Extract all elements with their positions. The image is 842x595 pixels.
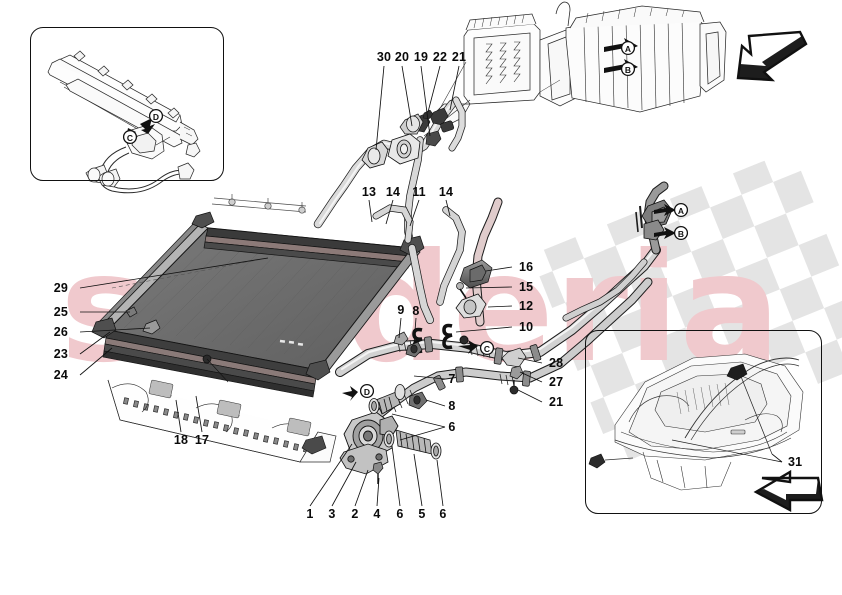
mid-right-ab-arrows: [654, 204, 676, 239]
callout-14: 14: [385, 184, 401, 199]
callout-11: 11: [412, 184, 426, 199]
callout-14: 14: [438, 184, 454, 199]
callout-24: 24: [53, 367, 68, 382]
callout-28: 28: [549, 355, 564, 370]
callout-12: 12: [519, 298, 534, 313]
callout-18: 18: [173, 432, 189, 447]
circle-marker-B-manifold: B: [620, 61, 636, 77]
svg-text:A: A: [678, 206, 684, 216]
callout-6: 6: [439, 506, 447, 521]
circle-marker-D-inset: D: [148, 108, 164, 124]
circle-marker-C-inset: C: [122, 129, 138, 145]
callout-3: 3: [328, 506, 336, 521]
callout-15: 15: [519, 279, 534, 294]
inset-top-left-border: [30, 27, 224, 181]
callout-20: 20: [394, 49, 410, 64]
callout-22: 22: [432, 49, 448, 64]
water-pump-assembly: [339, 384, 442, 484]
callout-16: 16: [519, 259, 534, 274]
callout-25: 25: [53, 304, 68, 319]
radiator-support-frame: [107, 379, 337, 463]
callout-23: 23: [53, 346, 68, 361]
callout-8: 8: [448, 398, 456, 413]
callout-7: 7: [448, 371, 456, 386]
callout-5: 5: [418, 506, 426, 521]
svg-text:B: B: [625, 65, 631, 75]
callout-21: 21: [549, 394, 564, 409]
svg-text:A: A: [625, 44, 631, 54]
circle-marker-A-hose: A: [673, 202, 689, 218]
callout-27: 27: [549, 374, 564, 389]
callout-31: 31: [788, 454, 803, 469]
svg-text:B: B: [678, 229, 684, 239]
callout-2: 2: [351, 506, 359, 521]
circle-marker-B-hose: B: [673, 225, 689, 241]
callout-8: 8: [412, 303, 420, 318]
callout-1: 1: [306, 506, 314, 521]
callout-4: 4: [373, 506, 381, 521]
callout-9: 9: [397, 302, 405, 317]
circle-marker-D-pump: D: [359, 383, 375, 399]
callout-6: 6: [396, 506, 404, 521]
callout-10: 10: [519, 319, 534, 334]
circle-marker-A-manifold: A: [620, 40, 636, 56]
engine-intake-manifold: [423, 1, 727, 137]
callout-19: 19: [413, 49, 429, 64]
svg-text:D: D: [364, 387, 370, 397]
svg-text:C: C: [127, 133, 133, 143]
inset-vehicle-detail: [588, 353, 804, 491]
callout-21: 21: [451, 49, 467, 64]
inset-bottom-right-border: [585, 330, 822, 514]
callout-13: 13: [361, 184, 377, 199]
callout-26: 26: [53, 324, 68, 339]
svg-text:D: D: [153, 112, 159, 122]
callout-30: 30: [376, 49, 392, 64]
callout-6: 6: [448, 419, 456, 434]
callout-17: 17: [194, 432, 210, 447]
inset-fuel-rail-detail: [47, 50, 201, 194]
circle-marker-C-pump: C: [479, 340, 495, 356]
svg-text:C: C: [484, 344, 490, 354]
callout-29: 29: [53, 280, 68, 295]
